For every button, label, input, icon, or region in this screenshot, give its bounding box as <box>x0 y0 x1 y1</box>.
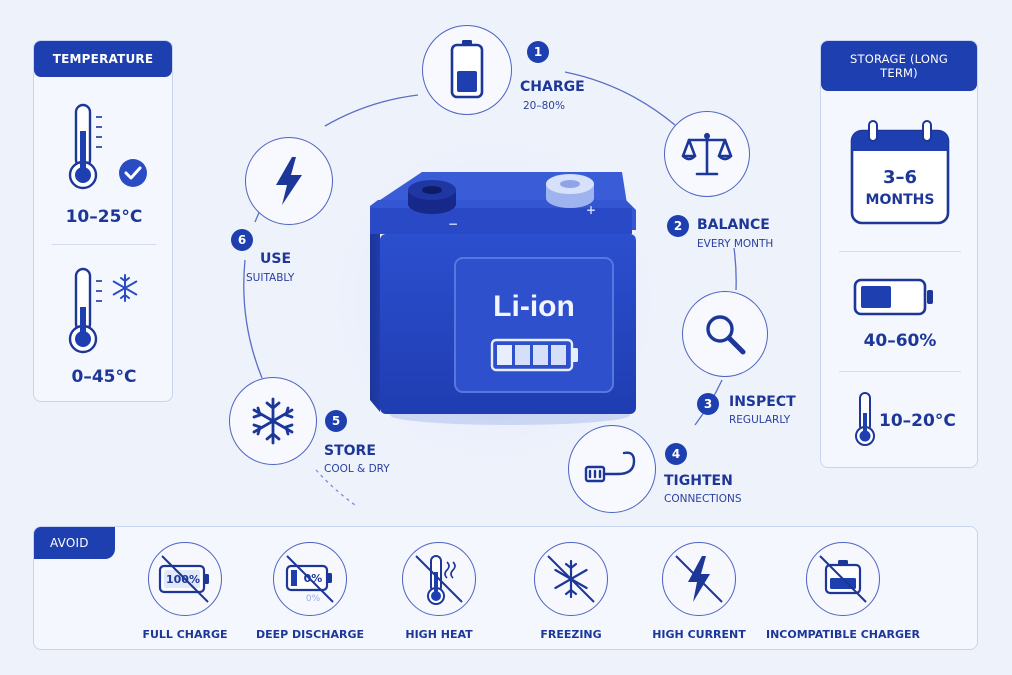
step-1-subtitle: 20–80% <box>523 100 565 112</box>
connector-icon <box>584 451 636 483</box>
battery-half-icon <box>450 40 484 99</box>
step-6-subtitle: SUITABLY <box>246 272 295 284</box>
step-5-subtitle: COOL & DRY <box>324 463 390 475</box>
step-4-subtitle: CONNECTIONS <box>664 493 742 505</box>
thermometer-icon <box>68 103 102 190</box>
lightning-icon <box>675 555 723 603</box>
snowflake-small-icon <box>112 274 138 302</box>
step-2-title: BALANCE <box>697 217 770 233</box>
charge-temp-range: 10–25°C <box>65 207 143 227</box>
step-4-number: 4 <box>665 443 687 465</box>
avoid-freezing-circle <box>534 542 608 616</box>
thermometer-low-icon <box>68 267 102 354</box>
step-2-number: 2 <box>667 215 689 237</box>
svg-text:+: + <box>586 203 596 217</box>
temperature-panel: TEMPERATURE 10–25°C <box>33 40 173 402</box>
storage-duration-unit: MONTHS <box>865 192 935 208</box>
avoid-high-current-circle <box>662 542 736 616</box>
svg-text:−: − <box>448 217 458 231</box>
step-5-title: STORE <box>324 443 376 459</box>
step-3-subtitle: REGULARLY <box>729 414 791 426</box>
avoid-full-charge-circle: 100% <box>148 542 222 616</box>
temperature-title: TEMPERATURE <box>34 41 172 77</box>
divider <box>839 251 961 252</box>
step-3-title: INSPECT <box>729 394 796 410</box>
avoid-high-current-label: HIGH CURRENT <box>652 628 746 641</box>
battery-empty-icon <box>285 555 334 603</box>
avoid-full-charge-text: 100% <box>166 573 200 586</box>
divider <box>839 371 961 372</box>
snowflake-icon <box>547 555 595 603</box>
avoid-deep-discharge-text-faded: 0% <box>305 594 321 604</box>
battery-label: Li-ion <box>493 290 575 323</box>
step-balance-circle <box>664 111 750 197</box>
step-tighten-circle <box>568 425 656 513</box>
check-circle-icon <box>119 159 147 187</box>
avoid-full-charge-label: FULL CHARGE <box>142 628 228 641</box>
step-3-number: 3 <box>697 393 719 415</box>
storage-title: STORAGE (LONG TERM) <box>821 41 977 91</box>
storage-temp-range: 10–20°C <box>879 411 956 431</box>
step-use-circle <box>245 137 333 225</box>
step-1-title: CHARGE <box>520 79 585 95</box>
magnifier-icon <box>706 315 746 355</box>
step-4-title: TIGHTEN <box>664 473 733 489</box>
storage-duration-number: 3–6 <box>882 167 918 188</box>
calendar-icon <box>850 120 950 225</box>
charger-icon <box>819 555 867 603</box>
thermometer-icon <box>855 392 875 446</box>
snowflake-icon <box>252 397 294 445</box>
step-5-number: 5 <box>325 410 347 432</box>
step-6-title: USE <box>260 251 292 267</box>
avoid-panel: AVOID 100% FULL CHARGE 0% 0% DEEP DISCHA… <box>33 526 978 650</box>
step-6-number: 6 <box>231 229 253 251</box>
storage-panel: STORAGE (LONG TERM) 3–6 MONTHS 40–60% 10… <box>820 40 978 468</box>
avoid-high-heat-label: HIGH HEAT <box>405 628 473 641</box>
scale-icon <box>681 132 733 176</box>
avoid-incompatible-charger-label: INCOMPATIBLE CHARGER <box>766 628 920 641</box>
avoid-incompatible-charger-circle <box>806 542 880 616</box>
discharge-temp-range: 0–45°C <box>71 367 137 387</box>
avoid-high-heat-circle <box>402 542 476 616</box>
avoid-deep-discharge-label: DEEP DISCHARGE <box>255 628 364 641</box>
step-store-circle <box>229 377 317 465</box>
avoid-deep-discharge-circle: 0% 0% <box>273 542 347 616</box>
avoid-deep-discharge-text: 0% <box>303 572 323 585</box>
battery-half-icon <box>853 278 933 316</box>
thermometer-heat-icon <box>415 555 463 605</box>
avoid-freezing-label: FREEZING <box>540 628 602 641</box>
li-ion-battery: − + <box>370 172 636 425</box>
lightning-icon <box>276 157 302 205</box>
step-1-number: 1 <box>527 41 549 63</box>
storage-charge-level: 40–60% <box>863 331 937 351</box>
divider <box>52 244 156 245</box>
step-2-subtitle: EVERY MONTH <box>697 238 774 250</box>
avoid-title: AVOID <box>34 527 115 559</box>
battery-full-icon <box>158 555 209 603</box>
step-charge-circle <box>422 25 512 115</box>
step-inspect-circle <box>682 291 768 377</box>
